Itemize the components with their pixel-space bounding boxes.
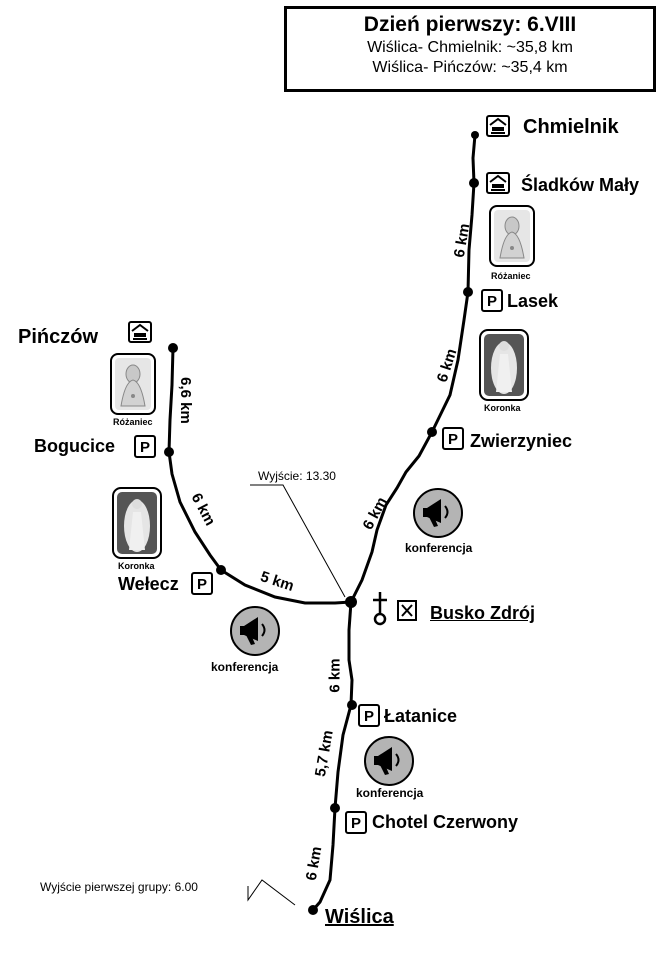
caption-rozaniec: Różaniec — [113, 417, 153, 427]
place-pinczow: Pińczów — [18, 326, 99, 348]
route-pinczow-busko — [167, 347, 352, 605]
caption-rozaniec: Różaniec — [491, 271, 531, 281]
place-chmielnik: Chmielnik — [523, 116, 619, 138]
bed-icon — [128, 321, 152, 343]
parking-icon — [358, 704, 380, 727]
distance-label: 6,6 km — [176, 377, 194, 424]
exit-time-first-group: Wyjście pierwszej grupy: 6.00 — [40, 880, 198, 894]
mary-image-icon — [110, 353, 156, 415]
place-bogucice: Bogucice — [34, 436, 116, 456]
parking-icon — [191, 572, 213, 595]
place-sladkow-maly: Śladków Mały — [521, 175, 640, 195]
caption-konferencja: konferencja — [211, 660, 279, 674]
day-title: Dzień pierwszy: 6.VIII — [363, 13, 577, 36]
caption-konferencja: konferencja — [356, 786, 424, 800]
divine-mercy-image-icon — [112, 487, 162, 559]
restaurant-icon — [397, 600, 417, 621]
distance-pinczow: Wiślica- Pińczów: ~35,4 km — [372, 59, 568, 76]
bed-icon — [486, 115, 510, 137]
day-info-box: Dzień pierwszy: 6.VIII Wiślica- Chmielni… — [284, 6, 656, 92]
caption-koronka: Koronka — [118, 561, 155, 571]
caption-koronka: Koronka — [484, 403, 521, 413]
route-chmielnik-busko — [349, 134, 477, 603]
parking-icon — [481, 289, 503, 312]
distance-label: 6 km — [326, 658, 344, 693]
place-chotel-czerwony: Chotel Czerwony — [372, 812, 519, 832]
distance-chmielnik: Wiślica- Chmielnik: ~35,8 km — [367, 39, 573, 56]
megaphone-icon — [230, 606, 280, 656]
exit-time-busko: Wyjście: 13.30 — [258, 469, 336, 483]
parking-icon — [134, 435, 156, 458]
place-lasek: Lasek — [507, 291, 559, 311]
parking-icon — [345, 811, 367, 834]
place-latanice: Łatanice — [384, 706, 458, 726]
place-wislica: Wiślica — [325, 906, 394, 928]
bed-icon — [486, 172, 510, 194]
stop-dots — [164, 131, 479, 915]
exit-first-group-pointer — [247, 879, 296, 906]
place-welecz: Wełecz — [118, 574, 179, 594]
mary-image-icon — [489, 205, 535, 267]
megaphone-icon — [413, 488, 463, 538]
megaphone-icon — [364, 736, 414, 786]
route-busko-wislica — [311, 601, 354, 911]
place-busko-zdroj: Busko Zdrój — [430, 603, 536, 623]
parking-icon — [442, 427, 464, 450]
caption-konferencja: konferencja — [405, 541, 473, 555]
divine-mercy-image-icon — [479, 329, 529, 401]
exit-busko-pointer — [250, 484, 346, 598]
church-icon — [373, 592, 387, 626]
place-zwierzyniec: Zwierzyniec — [470, 431, 573, 451]
